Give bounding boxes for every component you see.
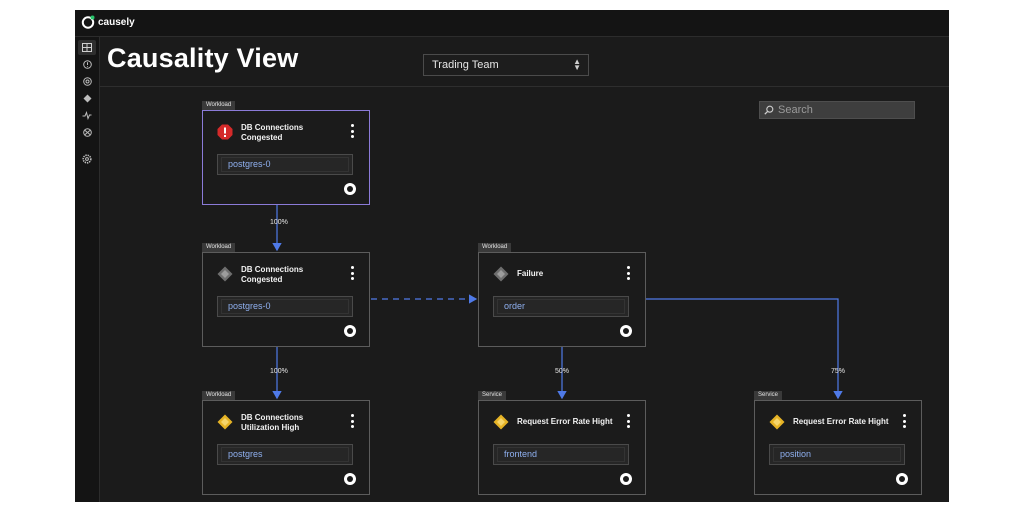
inactive-diamond-icon [493, 266, 509, 282]
edge-label: 100% [270, 219, 288, 226]
causely-logo-icon [81, 15, 95, 29]
entity-type-icon [620, 473, 632, 485]
entity-type-icon [344, 183, 356, 195]
search-icon [764, 105, 774, 115]
node-entity-name: frontend [504, 449, 538, 459]
node-entity-field[interactable]: postgres [217, 444, 353, 465]
graph-node[interactable]: Workload Failure order [478, 243, 646, 347]
node-entity-field[interactable]: position [769, 444, 905, 465]
node-entity-field[interactable]: postgres-0 [217, 154, 353, 175]
node-title: Request Error Rate Hight [793, 417, 889, 426]
target-icon[interactable] [78, 74, 96, 89]
entity-type-icon [896, 473, 908, 485]
critical-octagon-icon [217, 124, 233, 140]
graph-node[interactable]: Workload DB Connections Utilization High… [202, 391, 370, 495]
graph-node[interactable]: Workload DB Connections Congested postgr… [202, 243, 370, 347]
header-divider [99, 86, 949, 87]
top-bar: causely [75, 10, 949, 37]
diamond-icon[interactable] [78, 91, 96, 106]
more-options-icon[interactable] [902, 414, 906, 428]
node-title: DB Connections Utilization High [241, 413, 304, 432]
causely-logo[interactable]: causely [81, 15, 135, 29]
node-entity-name: order [504, 301, 526, 311]
node-type-tag: Workload [202, 101, 236, 110]
node-entity-name: postgres-0 [228, 159, 271, 169]
edge-label: 75% [831, 368, 846, 375]
node-type-tag: Service [478, 391, 507, 400]
node-entity-name: postgres-0 [228, 301, 271, 311]
graph-node[interactable]: Workload DB Connections Congested postgr… [202, 101, 370, 205]
warning-diamond-icon [769, 414, 785, 430]
alert-icon[interactable] [78, 57, 96, 72]
edge-label: 100% [270, 368, 288, 375]
node-entity-field[interactable]: postgres-0 [217, 296, 353, 317]
more-options-icon[interactable] [350, 266, 354, 280]
app-name: causely [98, 16, 135, 28]
sidebar [75, 37, 100, 502]
settings-icon[interactable] [78, 151, 96, 166]
more-options-icon[interactable] [350, 124, 354, 138]
chevron-up-down-icon: ▲▼ [573, 57, 581, 72]
entity-type-icon [344, 325, 356, 337]
team-select-value: Trading Team [432, 59, 499, 71]
more-options-icon[interactable] [626, 266, 630, 280]
edge-label: 50% [555, 368, 570, 375]
node-type-tag: Workload [478, 243, 512, 252]
app-window: causely Causality View Trading Team ▲▼ [75, 10, 949, 502]
graph-edges [272, 205, 843, 400]
node-title: DB Connections Congested [241, 265, 304, 284]
node-entity-field[interactable]: order [493, 296, 629, 317]
search-input[interactable] [778, 104, 908, 116]
node-entity-name: postgres [228, 449, 263, 459]
edge-line [646, 298, 843, 400]
entity-type-icon [344, 473, 356, 485]
team-select[interactable]: Trading Team ▲▼ [423, 54, 589, 76]
node-entity-name: position [780, 449, 812, 459]
node-type-tag: Workload [202, 243, 236, 252]
node-title: DB Connections Congested [241, 123, 304, 142]
node-title: Request Error Rate Hight [517, 417, 613, 426]
inactive-diamond-icon [217, 266, 233, 282]
more-options-icon[interactable] [626, 414, 630, 428]
warning-diamond-icon [493, 414, 509, 430]
page-title: Causality View [107, 43, 299, 73]
graph-node[interactable]: Service Request Error Rate Hight fronten… [478, 391, 646, 495]
node-type-tag: Workload [202, 391, 236, 400]
network-icon[interactable] [78, 125, 96, 140]
warning-diamond-icon [217, 414, 233, 430]
node-type-tag: Service [754, 391, 783, 400]
grid-icon[interactable] [78, 40, 96, 55]
node-title: Failure [517, 269, 544, 278]
node-entity-field[interactable]: frontend [493, 444, 629, 465]
search-box[interactable] [759, 101, 915, 119]
graph-node[interactable]: Service Request Error Rate Hight positio… [754, 391, 922, 495]
entity-type-icon [620, 325, 632, 337]
more-options-icon[interactable] [350, 414, 354, 428]
activity-icon[interactable] [78, 108, 96, 123]
